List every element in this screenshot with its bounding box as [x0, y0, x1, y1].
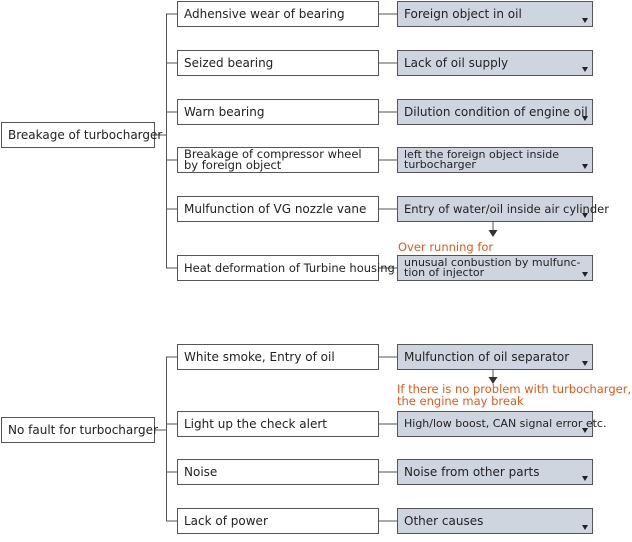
cause-node: Light up the check alert	[177, 411, 379, 437]
dropdown-triangle-icon	[582, 476, 588, 481]
cause-node: Seized bearing	[177, 50, 379, 76]
result-label-line: tion of injector	[404, 266, 485, 279]
dropdown-triangle-icon	[582, 67, 588, 72]
cause-node: Heat deformation of Turbine housing	[177, 255, 395, 281]
note-text: Over running for	[398, 240, 494, 254]
cause-node: Lack of power	[177, 508, 379, 534]
dropdown-triangle-icon	[582, 213, 588, 218]
result-label: Dilution condition of engine oil	[404, 105, 588, 119]
result-node: unusual conbustion by mulfunc-tion of in…	[397, 255, 593, 281]
result-node: Dilution condition of engine oil	[397, 99, 593, 125]
dropdown-triangle-icon	[582, 525, 588, 530]
result-label: Lack of oil supply	[404, 56, 509, 70]
down-arrow-icon	[488, 377, 498, 384]
dropdown-triangle-icon	[582, 18, 588, 23]
result-node: Foreign object in oil	[397, 1, 593, 27]
cause-label: Mulfunction of VG nozzle vane	[184, 202, 367, 216]
result-label: High/low boost, CAN signal error etc.	[404, 417, 607, 430]
cause-node: Warn bearing	[177, 99, 379, 125]
result-label-line: left the foreign object inside	[404, 147, 559, 161]
result-node: High/low boost, CAN signal error etc.	[397, 411, 606, 437]
cause-label: White smoke, Entry of oil	[184, 350, 335, 364]
result-node: Entry of water/oil inside air cylinder	[397, 196, 609, 222]
cause-node: Adhensive wear of bearing	[177, 1, 379, 27]
cause-label-line: by foreign object	[184, 158, 282, 172]
root-label: No fault for turbocharger	[8, 423, 158, 437]
note-line: the engine may break	[397, 394, 524, 408]
cause-node: White smoke, Entry of oil	[177, 344, 379, 370]
result-label: Mulfunction of oil separator	[404, 350, 570, 364]
dropdown-triangle-icon	[582, 361, 588, 366]
cause-label: Lack of power	[184, 514, 268, 528]
result-node: Other causes	[397, 508, 593, 534]
result-node: Lack of oil supply	[397, 50, 593, 76]
note-line: If there is no problem with turbocharger…	[397, 382, 632, 396]
dropdown-triangle-icon	[582, 428, 588, 433]
cause-label: Heat deformation of Turbine housing	[184, 261, 395, 275]
root-node-no-fault: No fault for turbocharger	[1, 417, 158, 443]
cause-node: Noise	[177, 459, 379, 485]
dropdown-triangle-icon	[582, 272, 588, 277]
result-label: Noise from other parts	[404, 465, 540, 479]
result-node: Mulfunction of oil separator	[397, 344, 593, 370]
result-label: Entry of water/oil inside air cylinder	[404, 202, 609, 216]
root-node-breakage: Breakage of turbocharger	[1, 122, 162, 148]
cause-node: Mulfunction of VG nozzle vane	[177, 196, 379, 222]
cause-label: Light up the check alert	[184, 417, 327, 431]
root-label: Breakage of turbocharger	[8, 128, 163, 142]
dropdown-triangle-icon	[582, 164, 588, 169]
note-text: If there is no problem with turbocharger…	[397, 383, 631, 407]
result-label-line: unusual conbustion by mulfunc-	[404, 255, 581, 269]
dropdown-triangle-icon	[582, 116, 588, 121]
result-node: Noise from other parts	[397, 459, 593, 485]
cause-label: Seized bearing	[184, 56, 274, 70]
cause-label: Noise	[184, 465, 218, 479]
result-label: Other causes	[404, 514, 484, 528]
result-label: Foreign object in oil	[404, 7, 522, 21]
cause-label: Warn bearing	[184, 105, 265, 119]
down-arrow-icon	[488, 230, 498, 237]
cause-label-line: Breakage of compressor wheel	[184, 147, 362, 161]
result-label-line: turbocharger	[404, 158, 476, 171]
cause-label: Adhensive wear of bearing	[184, 7, 345, 21]
